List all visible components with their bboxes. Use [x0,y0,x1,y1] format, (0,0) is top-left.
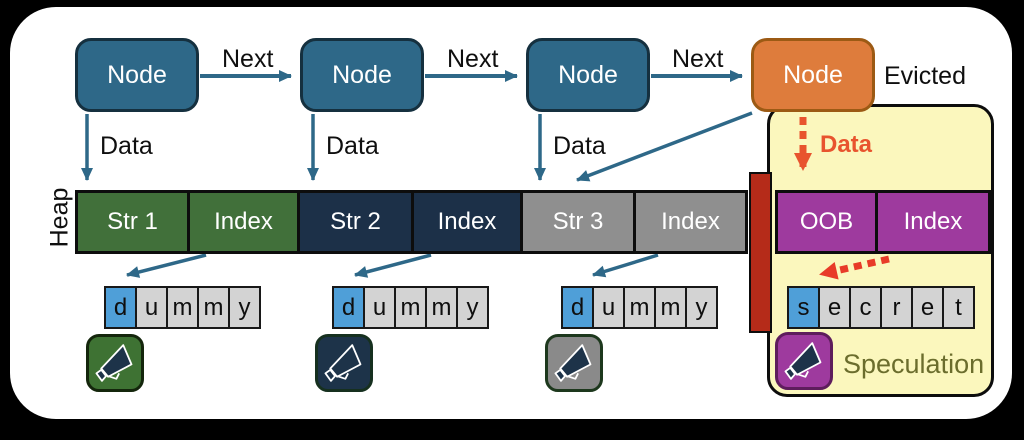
heap-cell-str3: Str 3 [523,193,636,251]
megaphone-badge-2 [315,334,373,392]
heap-row-oob: OOB Index [775,190,991,254]
secret-cell-4: e [911,286,944,329]
dummy3-cell-4: y [685,286,718,329]
heap-cell-oob: OOB [778,193,878,251]
dummy1-cell-4: y [228,286,261,329]
data-label-2: Data [326,132,379,160]
secret-cell-0: s [787,286,820,329]
data-label-1: Data [100,132,153,160]
dummy3-cell-1: u [592,286,625,329]
dummy2-cell-3: m [425,286,458,329]
dummy2-cell-4: y [456,286,489,329]
heap-cell-index2: Index [414,193,523,251]
next-label-1: Next [222,45,274,73]
next-label-3: Next [672,45,724,73]
secret-buffer: s e c r e t [787,286,975,329]
heap-cell-index3: Index [636,193,745,251]
evicted-label: Evicted [884,62,966,90]
dummy2-cell-0: d [332,286,365,329]
node-2: Node [300,38,424,112]
megaphone-icon [95,344,133,382]
secret-cell-5: t [942,286,975,329]
dummy2-cell-2: m [394,286,427,329]
data-label-3: Data [553,132,606,160]
heap-boundary-bar [749,172,772,333]
node-2-label: Node [332,60,392,89]
node-4-label: Node [783,60,843,89]
megaphone-badge-3 [545,334,603,392]
heap-cell-index1: Index [190,193,300,251]
node-1-label: Node [107,60,167,89]
heap-cell-oob-index: Index [878,193,988,251]
dummy1-cell-1: u [135,286,168,329]
megaphone-badge-speculation [775,332,833,390]
heap-row-main: Str 1 Index Str 2 Index Str 3 Index [75,190,748,254]
dummy1-cell-2: m [166,286,199,329]
heap-cell-str1: Str 1 [78,193,190,251]
secret-cell-3: r [880,286,913,329]
megaphone-icon [324,344,362,382]
megaphone-icon [554,344,592,382]
dummy2-cell-1: u [363,286,396,329]
dummy-buffer-2: d u m m y [332,286,489,329]
secret-cell-1: e [818,286,851,329]
dummy-buffer-3: d u m m y [561,286,718,329]
speculative-data-label: Data [820,131,873,158]
node-4-evicted: Node [751,38,875,112]
megaphone-badge-1 [86,334,144,392]
heap-label: Heap [45,187,74,248]
dummy1-cell-3: m [197,286,230,329]
next-label-2: Next [447,45,499,73]
node-3-label: Node [558,60,618,89]
secret-cell-2: c [849,286,882,329]
dummy3-cell-3: m [654,286,687,329]
megaphone-icon [784,342,822,380]
dummy3-cell-2: m [623,286,656,329]
node-3: Node [526,38,650,112]
dummy-buffer-1: d u m m y [104,286,261,329]
dummy1-cell-0: d [104,286,137,329]
heap-cell-str2: Str 2 [300,193,414,251]
node-1: Node [75,38,199,112]
speculation-label: Speculation [843,349,985,379]
dummy3-cell-0: d [561,286,594,329]
